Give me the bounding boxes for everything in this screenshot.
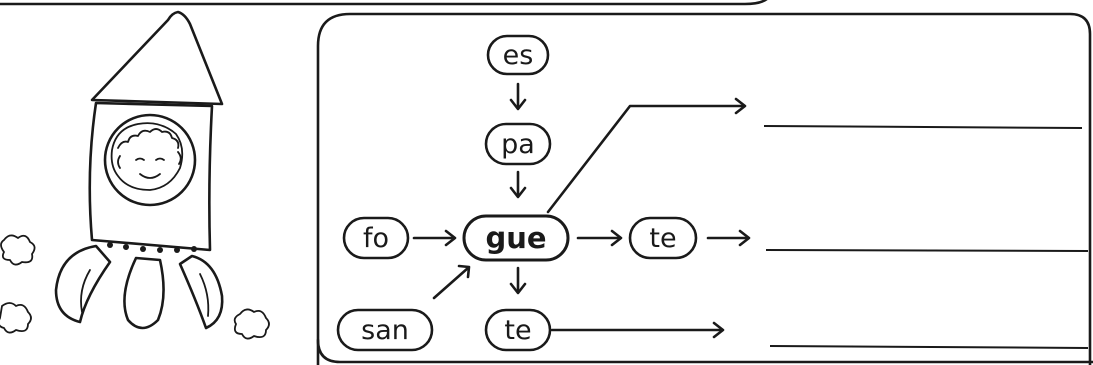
syllable-text: pa (501, 129, 535, 160)
syllable-bubble-left: fo (342, 216, 410, 260)
syllable-text: fo (363, 223, 389, 254)
exercise-panel-border (316, 12, 1092, 365)
syllable-bubble-upper: pa (484, 122, 552, 166)
rocket-window (103, 113, 197, 207)
syllable-text: es (503, 40, 534, 71)
rocket-fin-right (178, 254, 224, 330)
right-arrow-icon (706, 229, 751, 247)
smoke-puff-icon (0, 234, 36, 266)
down-arrow-icon (509, 82, 527, 111)
right-arrow-icon (576, 229, 623, 247)
down-arrow-icon (509, 170, 527, 199)
rocket-nose (90, 10, 224, 106)
answer-blank-1[interactable] (763, 125, 1083, 129)
rocket-rivets (107, 242, 197, 253)
connector-arrows (412, 82, 751, 339)
answer-blank-3[interactable] (769, 345, 1089, 349)
syllable-bubble-bottom-left: san (336, 308, 434, 352)
syllable-text: san (361, 315, 409, 346)
syllable-text: te (504, 315, 531, 346)
rocket-illustration (54, 10, 224, 330)
down-arrow-icon (509, 266, 527, 295)
syllable-bubble-bottom: te (484, 308, 552, 352)
right-arrow-icon (412, 229, 457, 247)
diagonal-arrow-icon (432, 264, 471, 300)
branch-arrow-icon (546, 97, 747, 214)
top-frame-edge (0, 0, 768, 6)
syllable-text: gue (485, 221, 546, 255)
rocket-body (88, 101, 214, 252)
syllable-bubble-right: te (628, 216, 698, 260)
syllable-text: te (649, 223, 676, 254)
smoke-puff-icon (0, 302, 32, 334)
rocket-fin-center (123, 256, 165, 330)
smoke-puff-icon (233, 308, 270, 340)
answer-blank-2[interactable] (765, 249, 1089, 252)
syllable-bubble-center: gue (462, 214, 570, 262)
right-arrow-icon (550, 321, 725, 339)
astronaut-face (110, 122, 184, 191)
syllable-bubble-top: es (486, 34, 550, 76)
